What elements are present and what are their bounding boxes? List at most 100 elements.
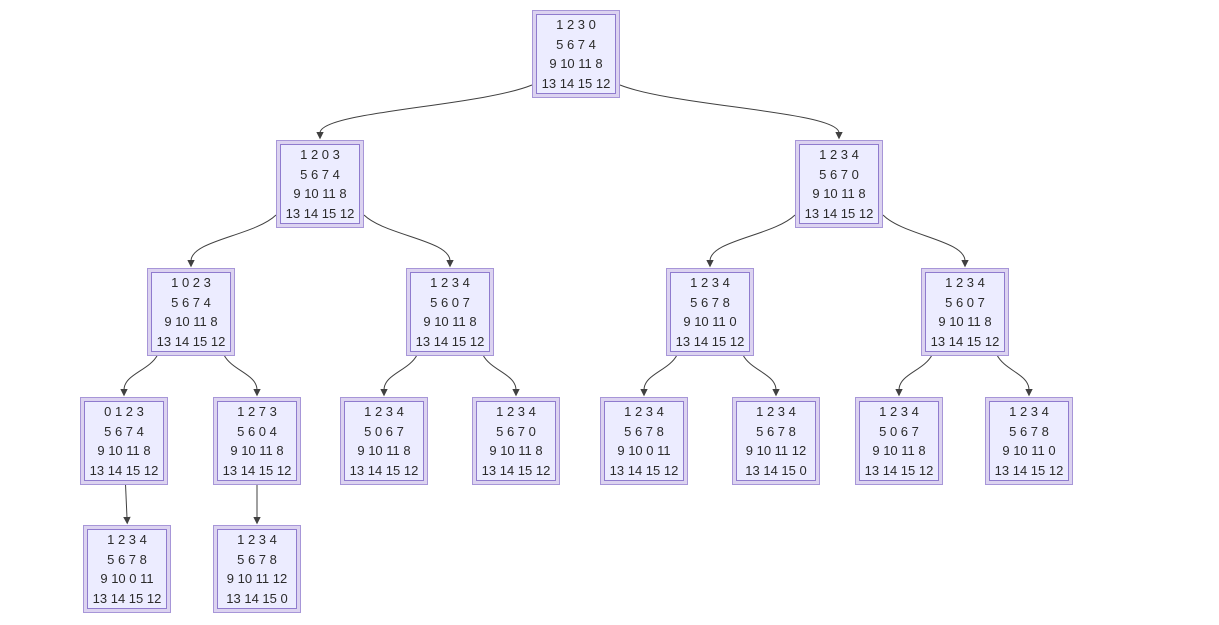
puzzle-row: 9 10 11 0 bbox=[1002, 443, 1056, 458]
puzzle-row: 5 6 7 8 bbox=[107, 551, 147, 567]
tree-node-n4: 1 2 3 4 5 6 0 7 9 10 11 8 13 14 15 12 bbox=[406, 268, 494, 356]
puzzle-row: 1 0 2 3 bbox=[171, 275, 211, 290]
puzzle-row: 5 6 0 7 bbox=[945, 294, 985, 310]
puzzle-row: 1 2 3 4 bbox=[430, 275, 470, 290]
puzzle-row: 5 6 7 8 bbox=[624, 423, 664, 439]
puzzle-row: 13 14 15 12 bbox=[92, 590, 162, 606]
puzzle-row: 1 2 3 4 bbox=[1009, 404, 1049, 419]
puzzle-row: 1 2 7 3 bbox=[237, 404, 277, 419]
tree-edge-n2-n6 bbox=[882, 214, 969, 268]
puzzle-row: 9 10 0 11 bbox=[100, 571, 154, 586]
puzzle-row: 13 14 15 12 bbox=[541, 75, 611, 91]
puzzle-row: 5 6 7 4 bbox=[104, 423, 144, 439]
puzzle-row: 5 6 7 0 bbox=[819, 166, 859, 182]
puzzle-row: 1 2 3 4 bbox=[819, 147, 859, 162]
tree-node-n2: 1 2 3 4 5 6 7 0 9 10 11 8 13 14 15 12 bbox=[795, 140, 883, 228]
puzzle-row: 1 2 3 4 bbox=[756, 404, 796, 419]
puzzle-grid: 1 2 3 4 5 6 7 8 9 10 11 12 13 14 15 0 bbox=[736, 401, 816, 481]
puzzle-row: 5 0 6 7 bbox=[879, 423, 919, 439]
puzzle-row: 13 14 15 12 bbox=[156, 333, 226, 349]
tree-node-n14: 1 2 3 4 5 6 7 8 9 10 11 0 13 14 15 12 bbox=[985, 397, 1073, 485]
puzzle-row: 5 6 7 4 bbox=[171, 294, 211, 310]
puzzle-row: 1 2 3 4 bbox=[690, 275, 730, 290]
puzzle-row: 5 6 7 4 bbox=[300, 166, 340, 182]
puzzle-row: 9 10 11 0 bbox=[683, 314, 737, 329]
puzzle-row: 0 1 2 3 bbox=[104, 404, 144, 419]
puzzle-grid: 1 2 3 4 5 6 7 8 9 10 11 0 13 14 15 12 bbox=[989, 401, 1069, 481]
puzzle-row: 5 6 7 4 bbox=[556, 36, 596, 52]
puzzle-row: 9 10 11 8 bbox=[230, 443, 284, 458]
puzzle-grid: 0 1 2 3 5 6 7 4 9 10 11 8 13 14 15 12 bbox=[84, 401, 164, 481]
puzzle-row: 13 14 15 12 bbox=[804, 205, 874, 221]
puzzle-row: 13 14 15 12 bbox=[285, 205, 355, 221]
puzzle-row: 1 2 3 4 bbox=[879, 404, 919, 419]
puzzle-row: 13 14 15 12 bbox=[609, 462, 679, 478]
tree-node-n8: 1 2 7 3 5 6 0 4 9 10 11 8 13 14 15 12 bbox=[213, 397, 301, 485]
puzzle-grid: 1 2 0 3 5 6 7 4 9 10 11 8 13 14 15 12 bbox=[280, 144, 360, 224]
tree-edge-n1-n3 bbox=[187, 214, 277, 268]
puzzle-row: 9 10 11 8 bbox=[97, 443, 151, 458]
tree-node-n15: 1 2 3 4 5 6 7 8 9 10 0 11 13 14 15 12 bbox=[83, 525, 171, 613]
puzzle-row: 5 6 7 8 bbox=[690, 294, 730, 310]
puzzle-row: 1 2 3 4 bbox=[364, 404, 404, 419]
puzzle-row: 13 14 15 12 bbox=[415, 333, 485, 349]
tree-edge-n7-n15 bbox=[123, 483, 131, 525]
puzzle-row: 9 10 11 8 bbox=[812, 186, 866, 201]
tree-edge-n5-n12 bbox=[742, 354, 780, 397]
puzzle-row: 13 14 15 12 bbox=[994, 462, 1064, 478]
puzzle-grid: 1 2 7 3 5 6 0 4 9 10 11 8 13 14 15 12 bbox=[217, 401, 297, 481]
puzzle-row: 5 6 7 0 bbox=[496, 423, 536, 439]
puzzle-row: 9 10 11 8 bbox=[423, 314, 477, 329]
puzzle-grid: 1 2 3 4 5 6 7 0 9 10 11 8 13 14 15 12 bbox=[799, 144, 879, 224]
puzzle-row: 5 6 0 7 bbox=[430, 294, 470, 310]
tree-edge-n5-n11 bbox=[640, 354, 678, 397]
puzzle-row: 5 0 6 7 bbox=[364, 423, 404, 439]
puzzle-row: 13 14 15 12 bbox=[349, 462, 419, 478]
tree-edge-n4-n9 bbox=[380, 354, 418, 397]
puzzle-row: 9 10 11 12 bbox=[745, 443, 807, 458]
puzzle-row: 13 14 15 0 bbox=[226, 590, 288, 606]
tree-edge-n0-n2 bbox=[619, 84, 843, 140]
puzzle-row: 9 10 11 8 bbox=[938, 314, 992, 329]
puzzle-row: 1 2 0 3 bbox=[300, 147, 340, 162]
tree-edge-n1-n4 bbox=[363, 214, 454, 268]
tree-node-n1: 1 2 0 3 5 6 7 4 9 10 11 8 13 14 15 12 bbox=[276, 140, 364, 228]
tree-node-n7: 0 1 2 3 5 6 7 4 9 10 11 8 13 14 15 12 bbox=[80, 397, 168, 485]
tree-edge-n6-n13 bbox=[895, 354, 933, 397]
puzzle-row: 13 14 15 12 bbox=[89, 462, 159, 478]
puzzle-row: 9 10 11 8 bbox=[489, 443, 543, 458]
puzzle-row: 5 6 7 8 bbox=[237, 551, 277, 567]
puzzle-row: 9 10 0 11 bbox=[617, 443, 671, 458]
puzzle-row: 1 2 3 4 bbox=[107, 532, 147, 547]
puzzle-row: 9 10 11 8 bbox=[872, 443, 926, 458]
puzzle-row: 1 2 3 4 bbox=[945, 275, 985, 290]
puzzle-row: 5 6 0 4 bbox=[237, 423, 277, 439]
tree-edge-n3-n7 bbox=[120, 354, 158, 397]
tree-node-n12: 1 2 3 4 5 6 7 8 9 10 11 12 13 14 15 0 bbox=[732, 397, 820, 485]
puzzle-grid: 1 2 3 4 5 6 7 8 9 10 0 11 13 14 15 12 bbox=[87, 529, 167, 609]
puzzle-row: 13 14 15 12 bbox=[222, 462, 292, 478]
tree-edge-n4-n10 bbox=[482, 354, 520, 397]
puzzle-row: 13 14 15 0 bbox=[745, 462, 807, 478]
puzzle-row: 5 6 7 8 bbox=[756, 423, 796, 439]
tree-edge-n0-n1 bbox=[316, 84, 533, 140]
puzzle-row: 1 2 3 4 bbox=[237, 532, 277, 547]
puzzle-row: 9 10 11 8 bbox=[293, 186, 347, 201]
puzzle-row: 5 6 7 8 bbox=[1009, 423, 1049, 439]
puzzle-row: 13 14 15 12 bbox=[481, 462, 551, 478]
